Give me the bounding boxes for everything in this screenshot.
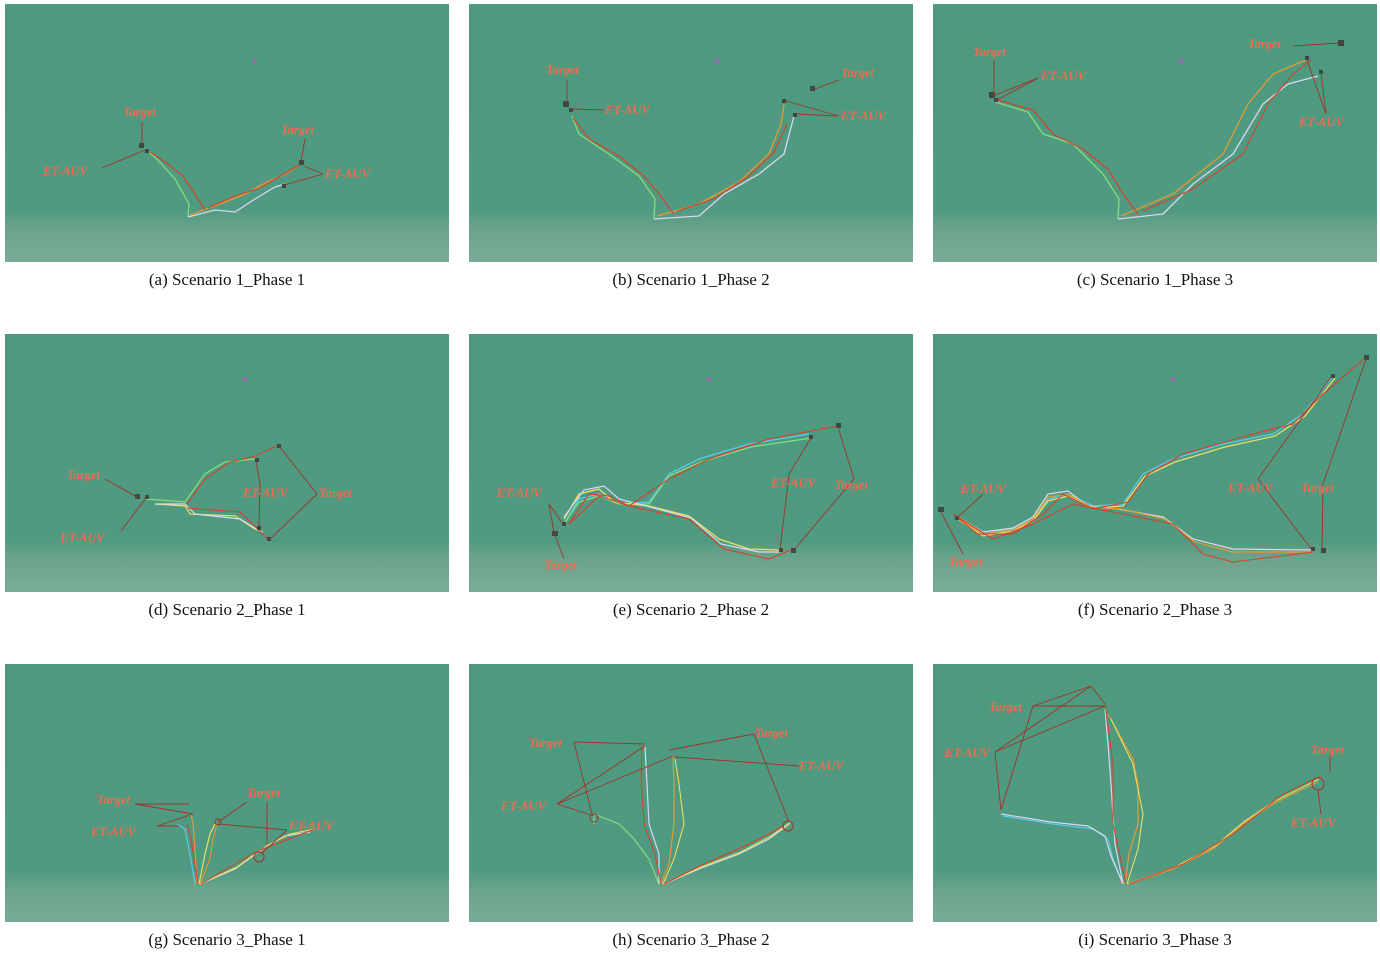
panel-e: ET-AUV Target ET-AUV Target (e) Scenario… xyxy=(469,334,913,619)
label-etauv: ET-AUV xyxy=(496,486,543,500)
label-etauv: ET-AUV xyxy=(1227,481,1274,495)
label-target: Target xyxy=(755,726,788,740)
scene-image-a: Target Target ET-AUV ET-AUV xyxy=(5,4,449,262)
label-target: Target xyxy=(67,468,100,482)
label-target: Target xyxy=(989,700,1022,714)
caption-e: (e) Scenario 2_Phase 2 xyxy=(612,600,770,619)
label-etauv: ET-AUV xyxy=(242,486,289,500)
label-etauv: ET-AUV xyxy=(604,103,651,117)
scene-image-i: Target Target ET-AUV ET-AUV xyxy=(933,664,1377,922)
label-target: Target xyxy=(281,123,314,137)
label-target: Target xyxy=(1311,743,1344,757)
scene-image-e: ET-AUV Target ET-AUV Target xyxy=(469,334,913,592)
scene-image-b: Target Target ET-AUV ET-AUV xyxy=(469,4,913,262)
label-etauv: ET-AUV xyxy=(798,759,845,773)
label-target: Target xyxy=(949,555,982,569)
label-etauv: ET-AUV xyxy=(1040,69,1087,83)
label-etauv: ET-AUV xyxy=(42,164,89,178)
label-target: Target xyxy=(97,793,130,807)
caption-i: (i) Scenario 3_Phase 3 xyxy=(1078,930,1232,949)
panel-f: ET-AUV Target ET-AUV Target (f) Scenario… xyxy=(933,334,1377,619)
label-target: Target xyxy=(841,66,874,80)
label-target: Target xyxy=(1248,37,1281,51)
label-target: Target xyxy=(973,45,1006,59)
label-target: Target xyxy=(1301,481,1334,495)
label-etauv: ET-AUV xyxy=(770,476,817,490)
panel-c: Target Target ET-AUV ET-AUV (c) Scenario… xyxy=(933,4,1377,289)
label-etauv: ET-AUV xyxy=(1290,816,1337,830)
panel-d: Target Target ET-AUV ET-AUV (d) Scenario… xyxy=(5,334,449,619)
label-target: Target xyxy=(544,558,577,572)
label-target: Target xyxy=(546,63,579,77)
scene-image-f: ET-AUV Target ET-AUV Target xyxy=(933,334,1377,592)
caption-b: (b) Scenario 1_Phase 2 xyxy=(612,270,770,289)
scene-image-d: Target Target ET-AUV ET-AUV xyxy=(5,334,449,592)
scene-image-g: Target Target ET-AUV ET-AUV xyxy=(5,664,449,922)
label-etauv: ET-AUV xyxy=(500,799,547,813)
label-target: Target xyxy=(319,486,352,500)
label-target: Target xyxy=(123,105,156,119)
label-target: Target xyxy=(835,478,868,492)
label-etauv: ET-AUV xyxy=(840,109,887,123)
caption-h: (h) Scenario 3_Phase 2 xyxy=(612,930,770,949)
caption-c: (c) Scenario 1_Phase 3 xyxy=(1076,270,1234,289)
caption-d: (d) Scenario 2_Phase 1 xyxy=(148,600,306,619)
label-etauv: ET-AUV xyxy=(288,819,335,833)
panel-b: Target Target ET-AUV ET-AUV (b) Scenario… xyxy=(469,4,913,289)
label-etauv: ET-AUV xyxy=(59,531,106,545)
panel-i: Target Target ET-AUV ET-AUV (i) Scenario… xyxy=(933,664,1377,949)
label-etauv: ET-AUV xyxy=(90,825,137,839)
panel-g: Target Target ET-AUV ET-AUV (g) Scenario… xyxy=(5,664,449,949)
label-etauv: ET-AUV xyxy=(944,746,991,760)
scene-image-h: Target Target ET-AUV ET-AUV xyxy=(469,664,913,922)
label-etauv: ET-AUV xyxy=(960,482,1007,496)
panel-h: Target Target ET-AUV ET-AUV (h) Scenario… xyxy=(469,664,913,949)
label-etauv: ET-AUV xyxy=(1298,115,1345,129)
label-target: Target xyxy=(529,736,562,750)
label-target: Target xyxy=(247,786,280,800)
caption-a: (a) Scenario 1_Phase 1 xyxy=(148,270,306,289)
panel-a: Target Target ET-AUV ET-AUV (a) Scenario… xyxy=(5,4,449,289)
caption-f: (f) Scenario 2_Phase 3 xyxy=(1077,600,1233,619)
label-etauv: ET-AUV xyxy=(324,167,371,181)
scene-image-c: Target Target ET-AUV ET-AUV xyxy=(933,4,1377,262)
caption-g: (g) Scenario 3_Phase 1 xyxy=(148,930,306,949)
